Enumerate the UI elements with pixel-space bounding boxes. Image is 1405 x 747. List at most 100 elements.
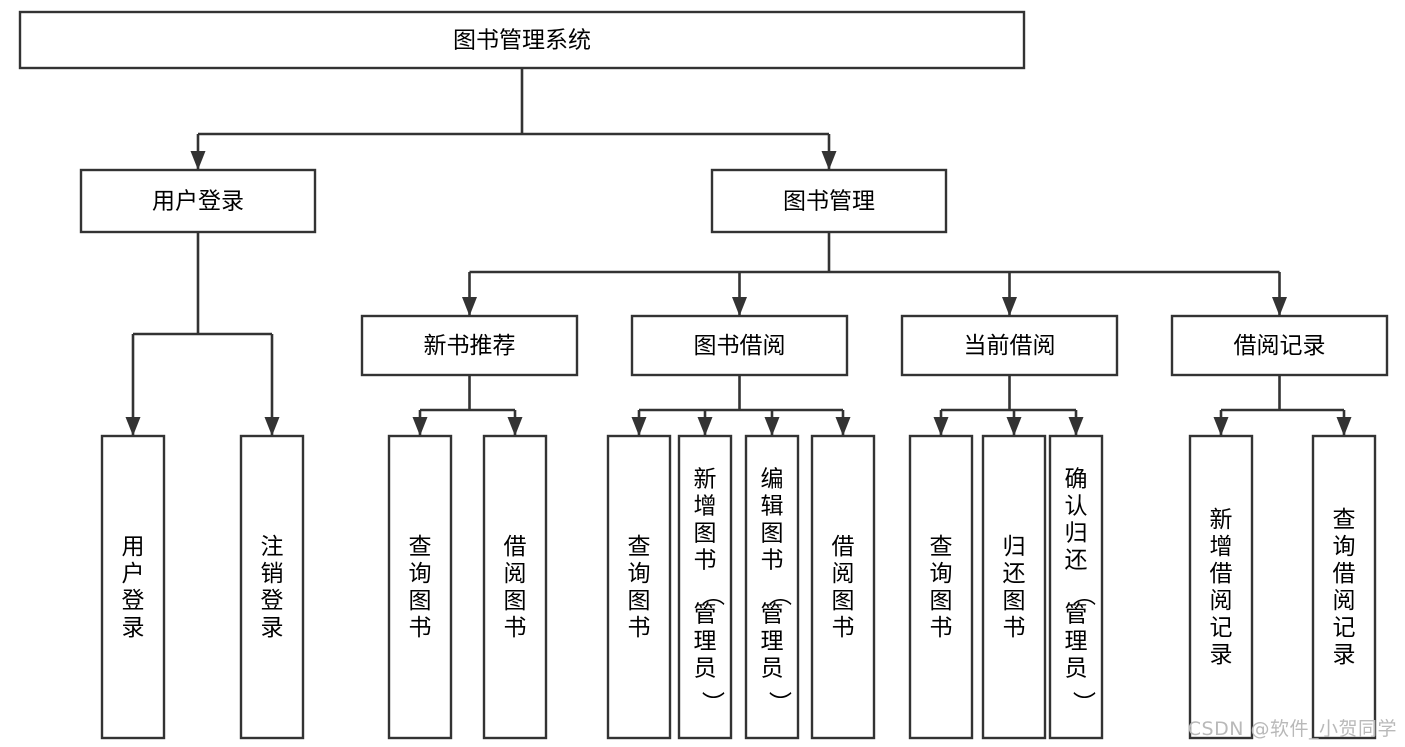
svg-text:阅: 阅 (1333, 588, 1356, 614)
leaf-node-leaf-borrow-book-2[interactable] (810, 434, 876, 740)
svg-text:还: 还 (1065, 548, 1088, 574)
leaf-label-leaf-user-login: 用户登录 (122, 534, 145, 641)
svg-text:销: 销 (261, 561, 284, 587)
leaf-node-leaf-add-book[interactable] (677, 434, 733, 740)
arrow-head-icon (412, 417, 428, 436)
arrow-head-icon (125, 417, 141, 436)
leaf-node-leaf-return-book[interactable] (981, 434, 1047, 740)
svg-text:管: 管 (761, 602, 784, 628)
svg-text:书: 书 (628, 615, 651, 641)
node-label-user-login: 用户登录 (152, 189, 244, 215)
arrow-head-icon (631, 417, 647, 436)
svg-text:登: 登 (122, 588, 145, 614)
node-root-图书管理系统[interactable] (18, 10, 1026, 70)
svg-text:图: 图 (504, 588, 527, 614)
node-user-login[interactable] (79, 168, 317, 234)
svg-text:借: 借 (832, 534, 855, 560)
node-book-borrow[interactable] (630, 314, 849, 377)
svg-text:图: 图 (761, 521, 784, 547)
svg-text:记: 记 (1210, 615, 1233, 641)
node-book-manage[interactable] (710, 168, 948, 234)
svg-text:书: 书 (409, 615, 432, 641)
svg-text:新: 新 (1210, 507, 1233, 533)
svg-text:（: （ (766, 583, 792, 606)
arrow-head-icon (264, 417, 280, 436)
svg-text:阅: 阅 (832, 561, 855, 587)
svg-text:阅: 阅 (1210, 588, 1233, 614)
leaf-node-leaf-user-login[interactable] (100, 434, 166, 740)
svg-text:增: 增 (694, 494, 717, 520)
leaf-node-leaf-add-record[interactable] (1188, 434, 1254, 740)
node-current-borrow[interactable] (900, 314, 1119, 377)
svg-text:还: 还 (1003, 561, 1026, 587)
svg-text:理: 理 (1065, 629, 1088, 655)
svg-text:编: 编 (761, 467, 784, 493)
svg-text:录: 录 (1210, 642, 1233, 668)
arrow-head-icon (1068, 417, 1084, 436)
arrow-head-icon (1006, 417, 1022, 436)
leaf-node-leaf-query-book-3[interactable] (908, 434, 974, 740)
leaf-node-leaf-edit-book[interactable] (744, 434, 800, 740)
svg-text:户: 户 (122, 561, 145, 587)
svg-text:书: 书 (504, 615, 527, 641)
arrow-head-icon (1336, 417, 1352, 436)
node-borrow-record[interactable] (1170, 314, 1389, 377)
svg-text:查: 查 (628, 534, 651, 560)
svg-text:录: 录 (122, 615, 145, 641)
arrow-head-icon (835, 417, 851, 436)
node-label-book-manage: 图书管理 (783, 189, 875, 215)
svg-text:新: 新 (694, 467, 717, 493)
svg-text:查: 查 (930, 534, 953, 560)
svg-text:录: 录 (1333, 642, 1356, 668)
svg-text:图: 图 (694, 521, 717, 547)
svg-text:查: 查 (1333, 507, 1356, 533)
node-label-borrow-record: 借阅记录 (1234, 333, 1326, 359)
svg-text:（: （ (1070, 583, 1096, 606)
svg-text:登: 登 (261, 588, 284, 614)
svg-text:辑: 辑 (761, 494, 784, 520)
svg-text:记: 记 (1333, 615, 1356, 641)
arrow-head-icon (732, 297, 747, 316)
arrow-head-icon (190, 151, 206, 170)
svg-text:查: 查 (409, 534, 432, 560)
svg-text:理: 理 (694, 629, 717, 655)
leaf-node-leaf-logout-login[interactable] (239, 434, 305, 740)
svg-text:归: 归 (1065, 521, 1088, 547)
svg-text:询: 询 (1333, 534, 1356, 560)
svg-text:认: 认 (1065, 494, 1088, 520)
svg-text:管: 管 (694, 602, 717, 628)
svg-text:员: 员 (1065, 656, 1088, 682)
arrow-head-icon (764, 417, 780, 436)
svg-text:员: 员 (761, 656, 784, 682)
leaf-node-leaf-query-record[interactable] (1311, 434, 1377, 740)
svg-text:询: 询 (628, 561, 651, 587)
svg-text:询: 询 (409, 561, 432, 587)
arrow-head-icon (821, 151, 837, 170)
svg-text:用: 用 (122, 534, 145, 560)
svg-text:）: ） (699, 691, 725, 714)
leaf-node-leaf-query-book-2[interactable] (606, 434, 672, 740)
node-label-root: 图书管理系统 (453, 28, 591, 54)
svg-text:图: 图 (409, 588, 432, 614)
svg-text:书: 书 (761, 548, 784, 574)
leaf-node-leaf-query-book-1[interactable] (387, 434, 453, 740)
svg-text:图: 图 (628, 588, 651, 614)
node-label-current-borrow: 当前借阅 (964, 333, 1056, 359)
svg-text:）: ） (1070, 691, 1096, 714)
leaf-node-leaf-borrow-book-1[interactable] (482, 434, 548, 740)
leaf-node-leaf-confirm-return[interactable] (1048, 434, 1104, 740)
svg-text:书: 书 (694, 548, 717, 574)
svg-text:书: 书 (832, 615, 855, 641)
arrow-head-icon (507, 417, 523, 436)
node-new-book-recommend[interactable] (360, 314, 579, 377)
